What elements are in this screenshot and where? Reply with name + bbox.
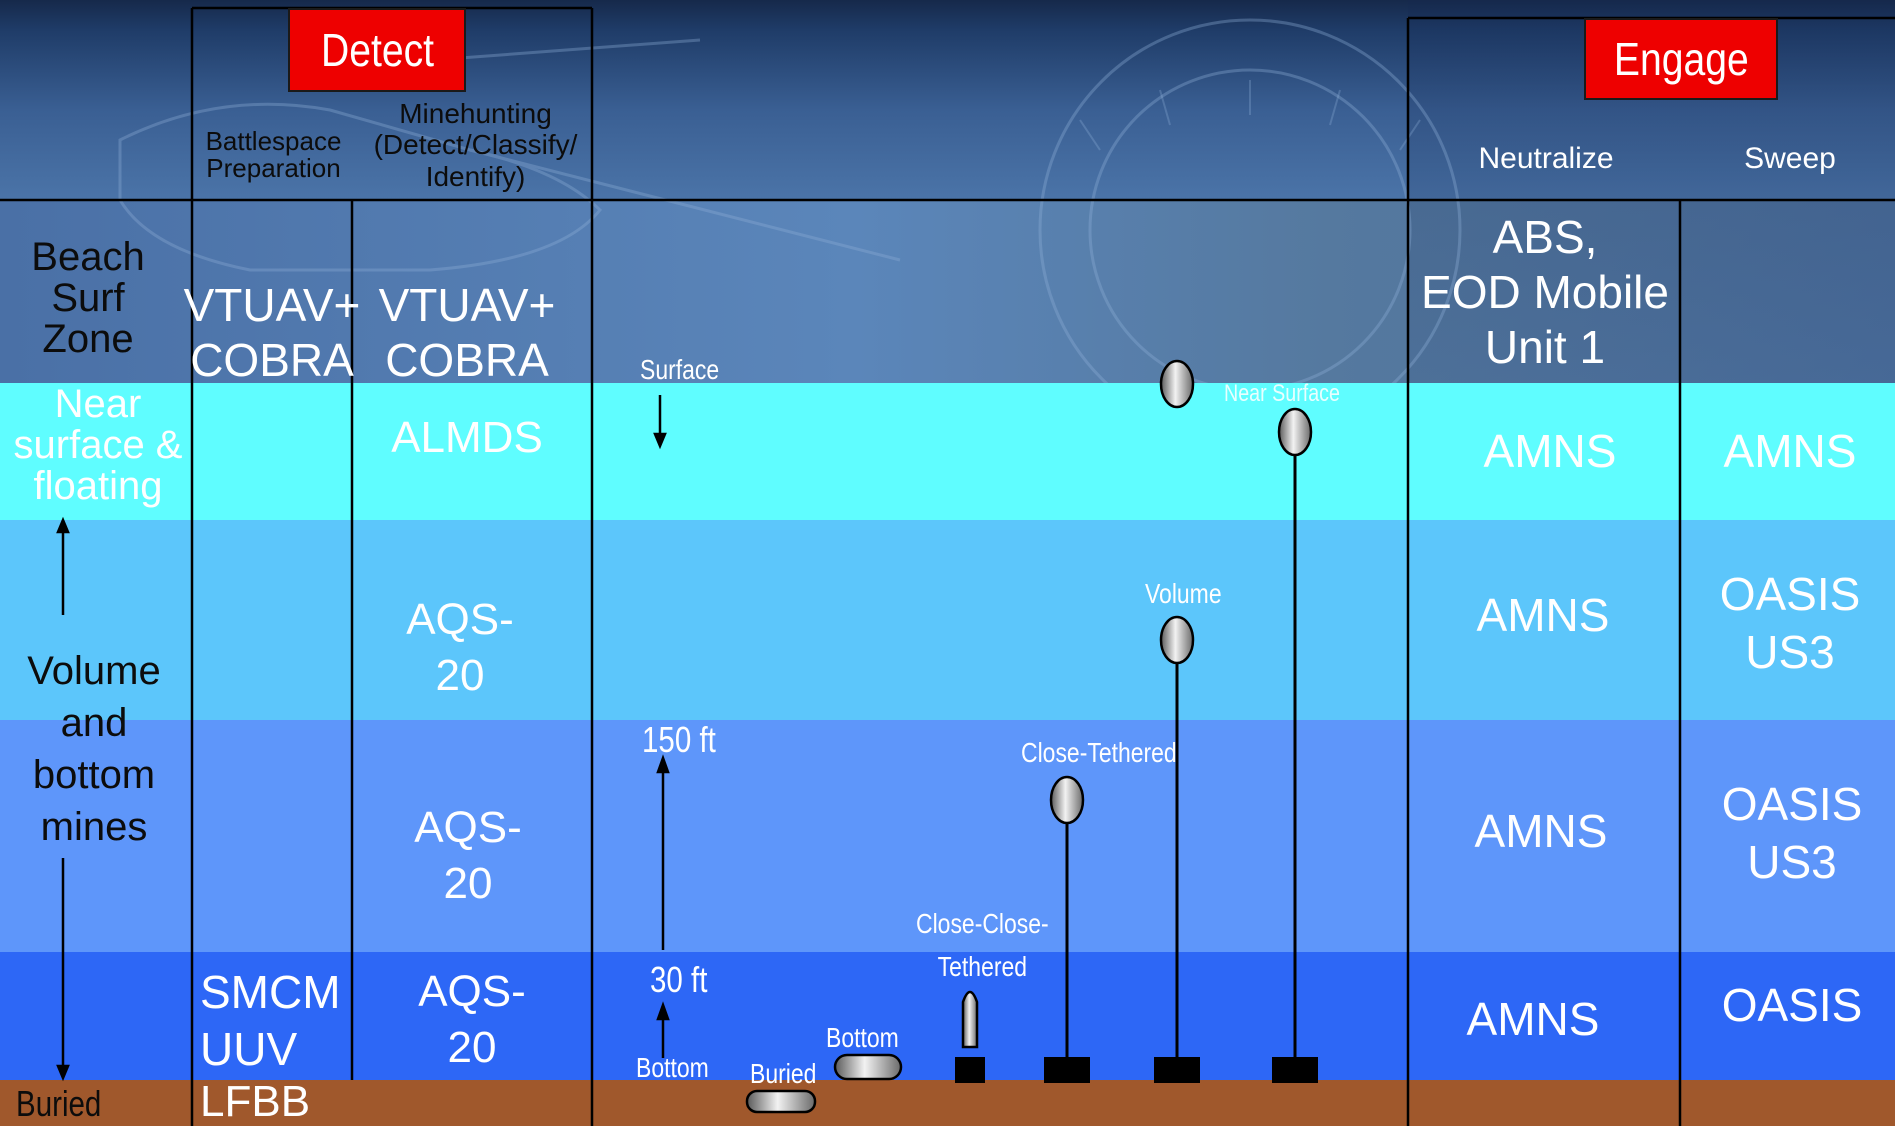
- battlespace-preparation-header: Battlespace Preparation: [205, 126, 342, 184]
- volume-mine: [1159, 615, 1195, 665]
- bottom-minehunting-cell: AQS- 20: [418, 967, 526, 1073]
- buried-battlespace-cell: LFBB: [200, 1077, 311, 1126]
- minehunting-header: Minehunting (Detect/Classify/ Identify): [373, 98, 578, 192]
- surface-mine: [1159, 359, 1195, 409]
- near-surface-anchor: [1272, 1057, 1318, 1083]
- bottom-mine: [833, 1053, 903, 1081]
- depth-150ft-label: 150 ft: [642, 719, 716, 760]
- close-tethered-mine-label: Close-Tethered: [1021, 737, 1177, 768]
- volume-anchor: [1154, 1057, 1200, 1083]
- surface-arrowhead: [653, 432, 667, 450]
- bottom-band: [0, 952, 1895, 1080]
- near-neutralize-cell: AMNS: [1483, 425, 1617, 477]
- near-surface-floating-label: Near surface & floating: [13, 382, 183, 509]
- depth-30ft-label: 30 ft: [650, 959, 708, 1000]
- volume-bottom-mines-label: Volume and bottom mines: [27, 649, 161, 849]
- near-minehunting-cell: ALMDS: [391, 413, 543, 462]
- volume-up-arrowhead: [56, 516, 70, 534]
- buried-band: [0, 1080, 1895, 1126]
- beach-minehunting-cell: VTUAV+ COBRA: [378, 279, 556, 387]
- depth-30ft-arrowhead: [656, 1001, 670, 1021]
- buried-label: Buried: [16, 1083, 102, 1124]
- close-close-tethered-mine: [961, 990, 979, 1049]
- close-tethered-mine: [1049, 775, 1085, 825]
- detect-label: Detect: [320, 24, 434, 76]
- volume-lower-neutralize-cell: AMNS: [1474, 805, 1608, 857]
- volume-upper-band: [0, 520, 1895, 720]
- volume-lower-sweep-cell: OASIS US3: [1721, 778, 1863, 888]
- engage-label-box: Engage: [1584, 18, 1778, 100]
- buried-mine-label: Buried: [750, 1058, 817, 1089]
- bottom-mine-label: Bottom: [826, 1022, 899, 1053]
- close-close-tethered-mine-label: Close-Close- Tethered: [916, 908, 1049, 983]
- bottom-neutralize-cell: AMNS: [1466, 993, 1600, 1045]
- engage-label: Engage: [1613, 33, 1749, 85]
- bottom-depth-label: Bottom: [636, 1052, 709, 1083]
- buried-mine: [745, 1089, 817, 1114]
- volume-down-arrowhead: [56, 1064, 70, 1082]
- near-surface-band: [0, 383, 1895, 520]
- surface-depth-label: Surface: [640, 354, 720, 385]
- volume-upper-sweep-cell: OASIS US3: [1719, 568, 1861, 678]
- volume-lower-band: [0, 720, 1895, 952]
- depth-150ft-arrowhead: [656, 754, 670, 774]
- volume-lower-minehunting-cell: AQS- 20: [414, 803, 522, 909]
- beach-surf-zone-band: [0, 200, 1895, 383]
- near-surface-mine: [1277, 407, 1313, 457]
- volume-mine-label: Volume: [1145, 578, 1222, 609]
- near-sweep-cell: AMNS: [1723, 425, 1857, 477]
- volume-upper-neutralize-cell: AMNS: [1476, 589, 1610, 641]
- detect-label-box: Detect: [288, 8, 466, 92]
- sweep-header: Sweep: [1744, 142, 1836, 175]
- beach-surf-zone-label: Beach Surf Zone: [31, 235, 145, 362]
- beach-battlespace-cell: VTUAV+ COBRA: [183, 279, 361, 387]
- beach-neutralize-cell: ABS, EOD Mobile Unit 1: [1421, 211, 1669, 374]
- volume-upper-minehunting-cell: AQS- 20: [406, 595, 514, 701]
- near-surface-mine-label: Near Surface: [1224, 380, 1340, 407]
- bottom-sweep-cell: OASIS: [1721, 979, 1863, 1031]
- close-close-tethered-anchor: [955, 1057, 985, 1083]
- bottom-battlespace-cell: SMCM UUV: [200, 966, 341, 1075]
- close-tethered-anchor: [1044, 1057, 1090, 1083]
- neutralize-header: Neutralize: [1478, 142, 1614, 175]
